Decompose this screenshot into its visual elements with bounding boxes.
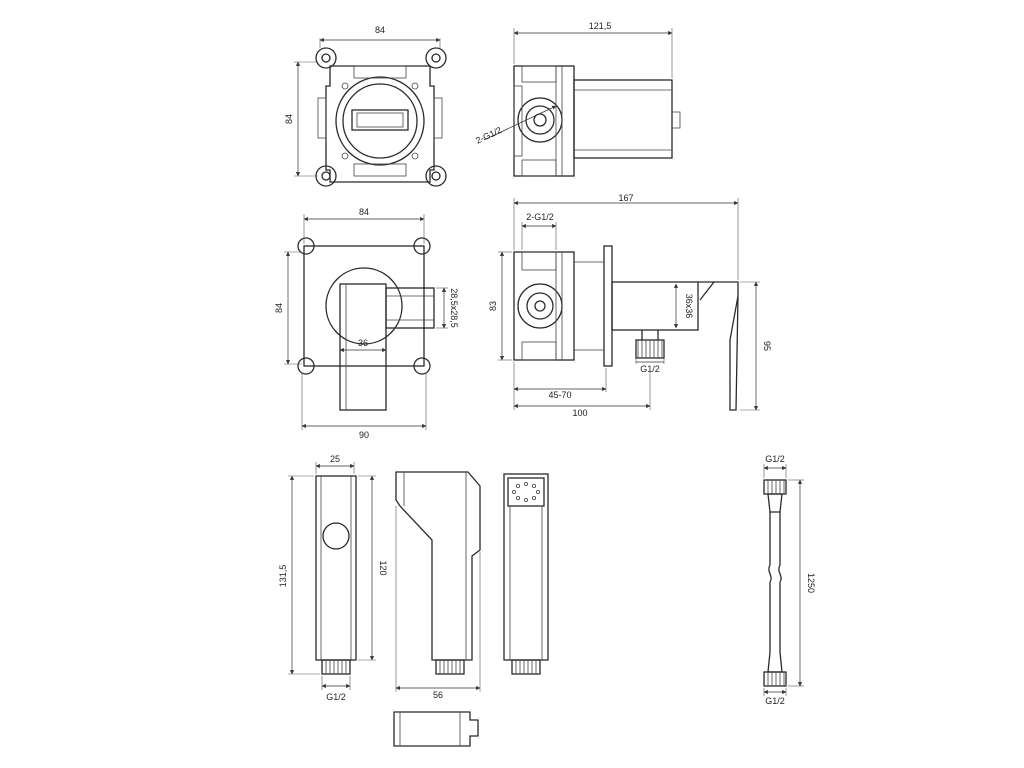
hose-view: G1/2 1250 G1/2 [763, 454, 816, 706]
dim-top-box-width: 84 [375, 25, 385, 35]
dim-spray-side-depth: 56 [433, 690, 443, 700]
mounting-box-front-view: 84 84 [284, 25, 447, 187]
dim-spray-body-height: 120 [378, 560, 388, 575]
cover-plate-front-view: 84 84 36 90 28,5x28,5 [274, 207, 459, 440]
dim-hose-thread-bottom: G1/2 [765, 696, 785, 706]
dim-mid-side-total: 167 [618, 193, 633, 203]
dim-mid-depth-range: 45-70 [548, 390, 571, 400]
dim-mid-depth: 100 [572, 408, 587, 418]
dim-mid-plate-height: 84 [274, 303, 284, 313]
hand-spray-front-view: 25 131,5 120 G1/2 [278, 454, 388, 702]
mixer-side-view: 167 2-G1/2 83 36x36 G1/2 45-70 100 95 [488, 193, 772, 418]
mounting-box-side-view: 121,5 2-G1/2 [474, 21, 681, 177]
dim-mid-plate-outer: 90 [359, 430, 369, 440]
dim-top-box-height: 84 [284, 114, 294, 124]
dim-spray-width: 25 [330, 454, 340, 464]
dim-mid-side-thread: 2-G1/2 [526, 212, 554, 222]
hand-spray-top-view [393, 711, 479, 747]
dim-top-side-thread: 2-G1/2 [474, 125, 503, 146]
dim-mid-lever-height: 95 [762, 341, 772, 351]
dim-spray-thread: G1/2 [326, 692, 346, 702]
dim-spray-total-height: 131,5 [278, 565, 288, 588]
dim-hose-thread-top: G1/2 [765, 454, 785, 464]
dim-mid-side-height: 83 [488, 301, 498, 311]
dim-mid-lever-width: 36 [358, 338, 368, 348]
hand-spray-side-view: 56 [395, 471, 481, 700]
dim-hose-length: 1250 [806, 573, 816, 593]
hand-spray-back-view [503, 473, 549, 675]
dim-mid-spout-section: 36x36 [684, 294, 694, 319]
dim-top-side-length: 121,5 [589, 21, 612, 31]
dim-mid-lever-section: 28,5x28,5 [449, 288, 459, 328]
dim-mid-plate-width: 84 [359, 207, 369, 217]
